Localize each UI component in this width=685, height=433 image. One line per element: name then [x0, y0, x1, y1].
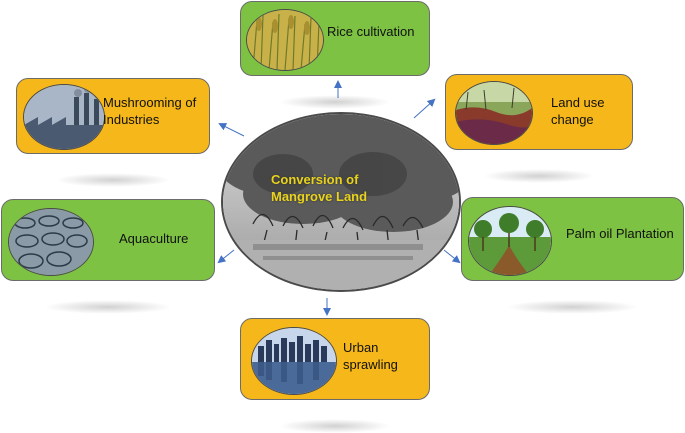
- arrow-to-land: [413, 98, 436, 119]
- arrow-to-industry: [218, 123, 245, 137]
- factory-icon: [23, 84, 105, 150]
- node-aquaculture: Aquaculture: [1, 199, 215, 314]
- node-shadow: [483, 169, 595, 183]
- city-skyline-icon: [251, 327, 337, 395]
- node-mushrooming-of-industries: Mushrooming of Industries: [16, 78, 210, 187]
- land-degradation-icon: [455, 81, 533, 145]
- arrow-to-aqua: [217, 249, 235, 264]
- node-label: Mushrooming of Industries: [103, 95, 197, 127]
- node-shadow: [506, 300, 639, 314]
- node-rice-cultivation: Rice cultivation: [240, 1, 430, 109]
- node-label: Aquaculture: [119, 231, 189, 246]
- node-shadow: [278, 419, 392, 433]
- fish-cages-icon: [8, 208, 94, 276]
- node-urban-sprawling: Urban sprawling: [240, 318, 430, 433]
- node-shadow: [44, 300, 172, 314]
- node-label: Urban sprawling: [343, 340, 398, 372]
- mangrove-center-image: [221, 112, 461, 292]
- arrow-to-palm: [443, 249, 461, 264]
- node-land-use-change: Land use change: [445, 74, 633, 183]
- node-label: Rice cultivation: [327, 24, 415, 39]
- rice-field-icon: [246, 9, 324, 71]
- node-palm-oil-plantation: Palm oil Plantation: [461, 197, 684, 314]
- node-shadow: [278, 95, 392, 109]
- node-shadow: [55, 173, 171, 187]
- palm-plantation-icon: [468, 206, 552, 276]
- node-label: Land use change: [551, 95, 605, 127]
- node-label: Palm oil Plantation: [566, 226, 674, 241]
- center-title: Conversion of Mangrove Land: [271, 172, 368, 204]
